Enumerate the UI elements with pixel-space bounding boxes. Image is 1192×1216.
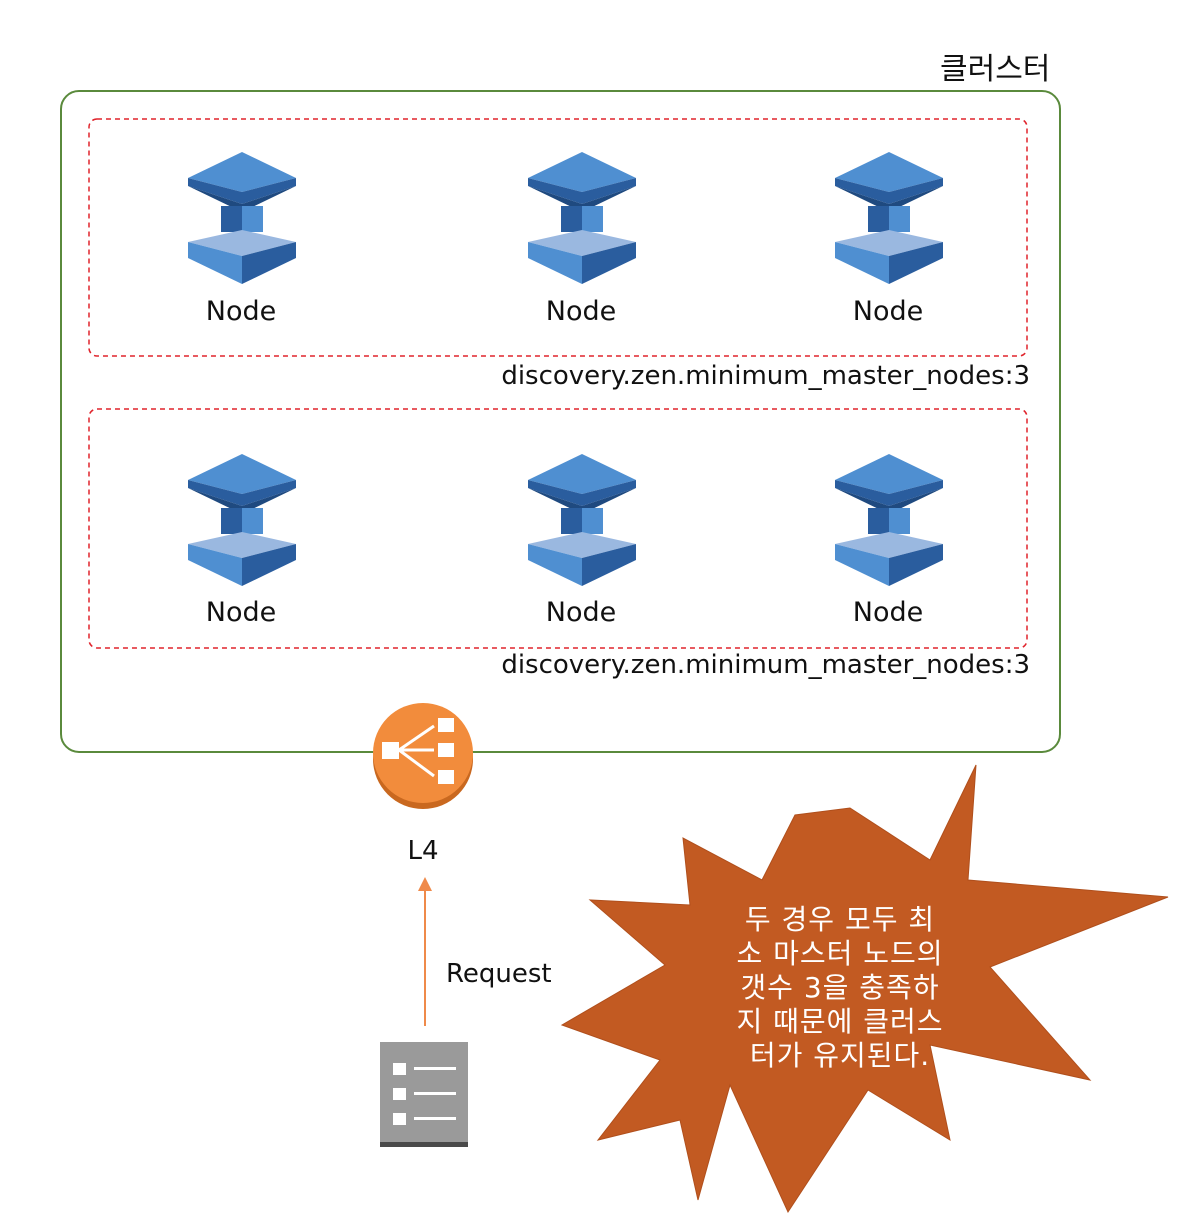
node-label: Node [205, 296, 277, 327]
node-icon [188, 152, 296, 284]
node-group-1-border [88, 118, 1028, 357]
callout-burst [560, 764, 1169, 1214]
request-arrow [418, 877, 432, 1026]
node-icon [188, 454, 296, 586]
node-label: Node [545, 597, 617, 628]
cluster-boundary [60, 90, 1061, 753]
group-caption: discovery.zen.minimum_master_nodes:3 [501, 650, 1030, 680]
node-icon [835, 152, 943, 284]
request-label: Request [446, 959, 552, 989]
load-balancer-icon [373, 703, 473, 809]
node-label: Node [852, 597, 924, 628]
node-label: Node [205, 597, 277, 628]
node-icon [528, 152, 636, 284]
request-list-icon [380, 1042, 468, 1147]
node-label: Node [545, 296, 617, 327]
cluster-title: 클러스터 [940, 52, 1051, 87]
callout-text: 두 경우 모두 최 소 마스터 노드의 갯수 3을 충족하 지 때문에 클러스 … [736, 903, 944, 1072]
node-label: Node [852, 296, 924, 327]
load-balancer-label: L4 [407, 836, 439, 866]
node-icon [528, 454, 636, 586]
node-icon [835, 454, 943, 586]
node-group-2-border [88, 408, 1028, 649]
group-caption: discovery.zen.minimum_master_nodes:3 [501, 361, 1030, 391]
